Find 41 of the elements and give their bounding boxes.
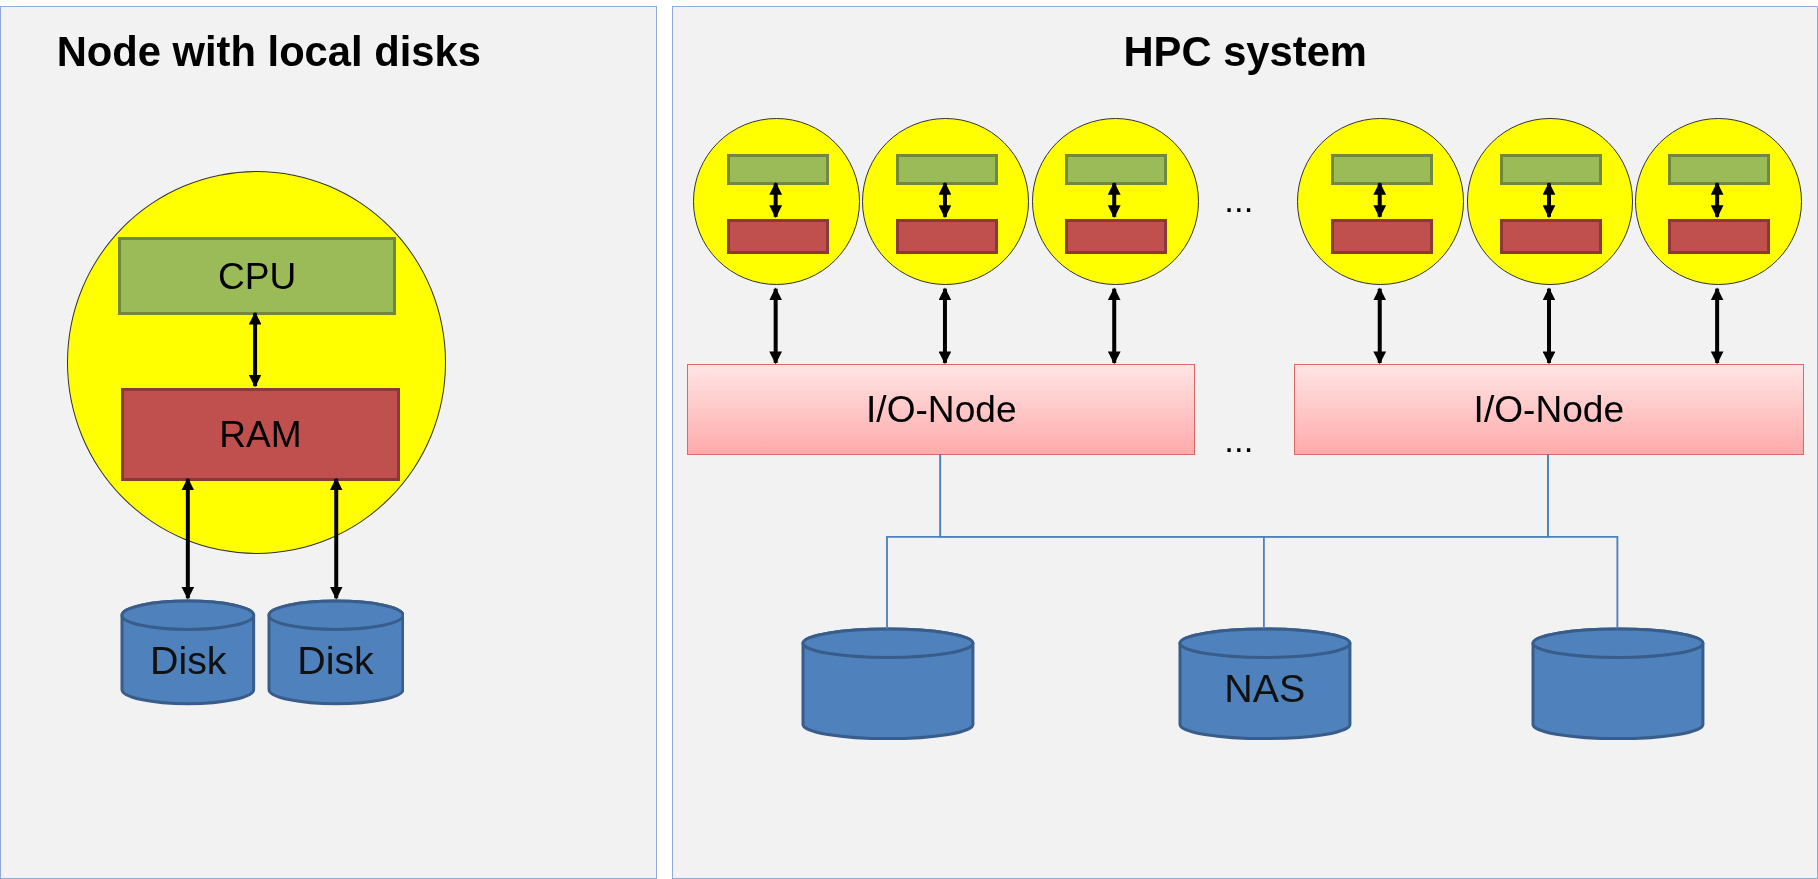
memory-block (1330, 218, 1433, 254)
double-arrow (1373, 287, 1387, 365)
processor-block (1668, 153, 1771, 186)
double-arrow (769, 181, 783, 219)
double-arrow (329, 477, 343, 600)
storage-label: Disk (296, 637, 375, 683)
memory-block (1668, 218, 1771, 254)
double-arrow (769, 287, 783, 365)
double-arrow (1710, 181, 1724, 219)
double-arrow (938, 181, 952, 219)
memory-block (1499, 218, 1602, 254)
io-node-box: I/O-Node (1293, 363, 1804, 456)
memory-block (895, 218, 998, 254)
double-arrow (1542, 181, 1556, 219)
ellipsis-text: ... (1224, 420, 1254, 460)
connector-line (1547, 453, 1619, 630)
double-arrow (248, 311, 262, 388)
processor-block (895, 153, 998, 186)
processor-block (726, 153, 829, 186)
double-arrow (1710, 287, 1724, 365)
double-arrow (181, 477, 195, 600)
processor-block (1065, 153, 1168, 186)
processor-block: CPU (117, 237, 397, 315)
panel (0, 5, 658, 879)
panel-heading: HPC system (1122, 27, 1368, 76)
double-arrow (1373, 181, 1387, 219)
panel (672, 5, 1818, 879)
memory-block: RAM (121, 388, 400, 481)
processor-block (1330, 153, 1433, 186)
storage-label: Disk (148, 637, 228, 683)
ellipsis-text: ... (1224, 180, 1254, 220)
storage-label: NAS (1223, 665, 1307, 711)
double-arrow (1542, 287, 1556, 365)
memory-block (726, 218, 829, 254)
double-arrow (938, 287, 952, 365)
panel-heading: Node with local disks (56, 27, 481, 76)
double-arrow (1107, 287, 1121, 365)
io-node-box: I/O-Node (687, 363, 1196, 456)
memory-block (1065, 218, 1168, 254)
double-arrow (1107, 181, 1121, 219)
processor-block (1499, 153, 1602, 186)
